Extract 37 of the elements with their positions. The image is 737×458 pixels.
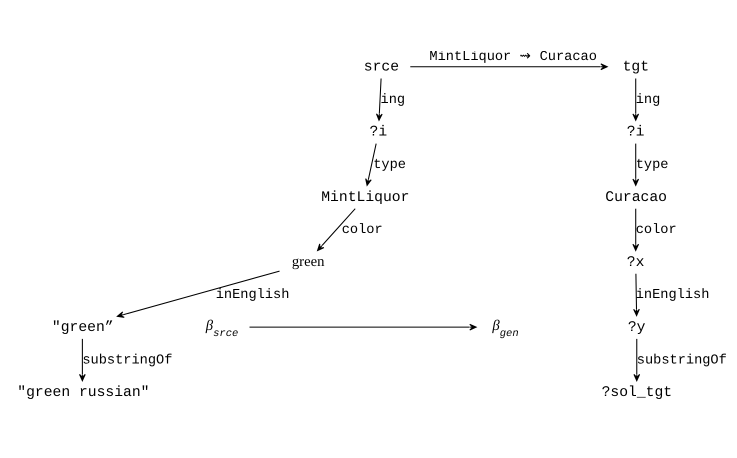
node-text: srce	[364, 59, 400, 76]
edge-label: color	[342, 222, 383, 238]
edge-label: type	[373, 157, 406, 172]
arrow	[317, 208, 356, 250]
node-text: ?i	[626, 124, 644, 140]
node-text: ?y	[628, 320, 646, 336]
arrow	[250, 323, 477, 330]
arrow	[376, 78, 383, 120]
node-text: Curacao	[605, 189, 667, 206]
node-text: ?sol_tgt	[602, 384, 672, 401]
node-text: tgt	[622, 59, 650, 76]
arrow	[633, 273, 640, 316]
node-text: "green”	[52, 320, 114, 336]
edge-label: substringOf	[82, 352, 172, 368]
edge-label: substringOf	[636, 352, 727, 368]
arrow	[410, 62, 608, 70]
arrow	[632, 208, 640, 250]
arrow	[632, 143, 640, 186]
arrow	[633, 338, 640, 381]
node-text: ?x	[626, 254, 644, 270]
edge-label: inEnglish	[216, 288, 290, 303]
edge-label: type	[636, 157, 668, 172]
node-text: MintLiquor	[321, 189, 410, 206]
node-text: β$_{srce}$	[206, 317, 238, 340]
edge-label: MintLiquor ⇝ Curacao	[429, 49, 597, 64]
arrow	[632, 78, 640, 120]
arrow	[365, 142, 377, 186]
edge-label: inEnglish	[636, 288, 710, 303]
node-text: green	[292, 253, 324, 270]
edge-label: color	[636, 222, 677, 238]
edge-label: ing	[380, 92, 406, 108]
edge-label: ing	[636, 92, 660, 108]
arrow	[116, 270, 280, 318]
node-text: "green russian"	[17, 384, 150, 401]
arrow	[79, 338, 86, 381]
node-text: ?i	[370, 124, 388, 140]
node-text: β$_{gen}$	[492, 317, 519, 340]
